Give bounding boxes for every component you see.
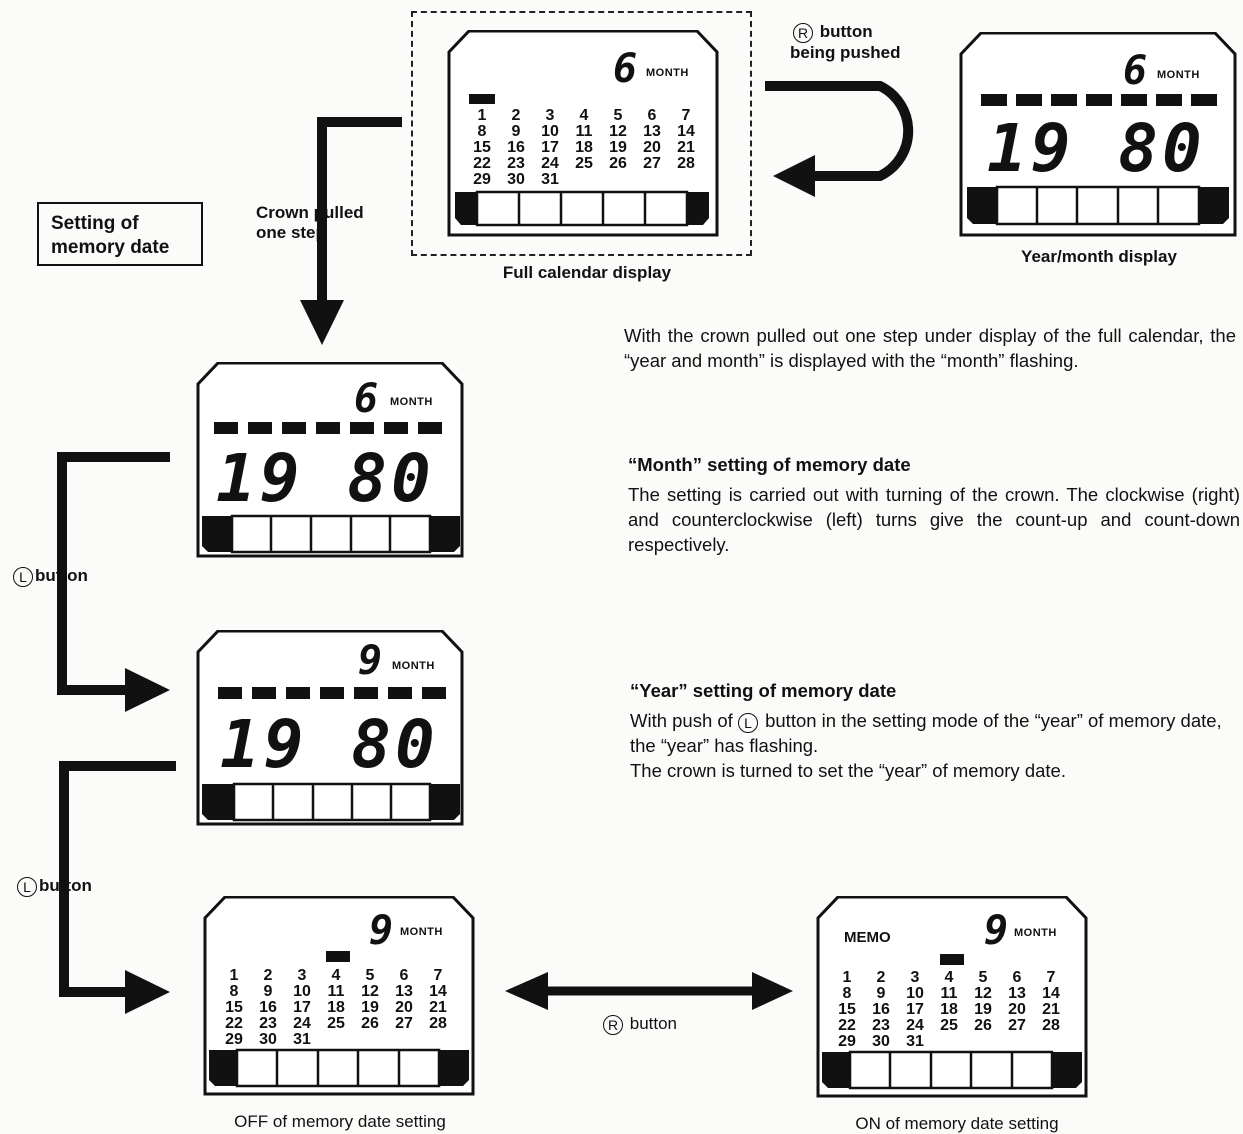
month-label: MONTH [400,926,443,938]
month-label: MONTH [1014,927,1057,939]
watch-frame [816,896,1088,1098]
intro-paragraph: With the crown pulled out one step under… [624,323,1236,373]
watch-frame [196,630,464,826]
full-calendar-frame [411,11,752,256]
r-top-line2: being pushed [790,43,901,62]
month-digit: 9 [984,908,1009,954]
year-digits: 19 80 [220,706,439,783]
month-setting-heading: “Month” setting of memory date [628,454,911,475]
caption-on: ON of memory date setting [855,1114,1059,1133]
month-digit: 6 [1123,48,1148,94]
month-label: MONTH [390,396,433,408]
l-button-icon: L [737,713,758,733]
r-button-icon: R [603,1015,623,1035]
intro-text: With the crown pulled out one step under… [624,325,1236,371]
year-setting-heading: “Year” setting of memory date [630,680,897,701]
caption-full-calendar: Full calendar display [502,263,672,282]
watch-year-month: 6 MONTH 19 80 [959,32,1237,238]
title-line-1: Setting of [51,213,139,234]
year-body-post: button in the setting mode of the “year”… [630,710,1222,756]
month-label: MONTH [646,67,689,79]
caption-off: OFF of memory date setting [234,1112,446,1131]
l-button-text: button [35,566,88,585]
year-setting-body: With push of L button in the setting mod… [630,708,1242,758]
l-button-icon: L [17,877,37,897]
year-digits: 19 80 [216,440,435,517]
month-label: MONTH [392,660,435,672]
watch-frame [196,362,464,558]
watch-frame [203,896,475,1096]
r-button-text: button [629,1014,677,1033]
year-body-pre: With push of [630,710,733,731]
crown-pulled-label: Crown pulled one step [256,203,364,243]
watch-setting-year: 9 MONTH 19 80 [196,630,464,826]
year-digits: 19 80 [987,110,1206,187]
memo-indicator: MEMO [844,929,891,946]
caption-year-month: Year/month display [1021,247,1177,266]
r-button-icon: R [793,23,813,43]
crown-label-line2: one step [256,223,326,242]
l-button-icon: L [13,567,33,587]
month-digit: 9 [358,638,383,684]
month-setting-section: “Month” setting of memory date The setti… [628,452,1240,557]
month-digit: 6 [354,376,379,422]
watch-frame [447,30,719,237]
month-digit: 9 [369,908,394,954]
month-label: MONTH [1157,69,1200,81]
r-button-top-label: R button being pushed [790,22,901,63]
month-setting-body: The setting is carried out with turning … [628,484,1240,555]
watch-frame [959,32,1237,237]
r-button-bottom-label: R button [603,1014,677,1035]
month-digit: 6 [613,46,638,92]
title-line-2: memory date [51,237,170,258]
section-title-box: Setting of memory date [37,202,203,266]
year-setting-body-2: The crown is turned to set the “year” of… [630,760,1066,781]
r-top-line1: button [819,22,873,41]
watch-setting-month: 6 MONTH 19 80 [196,362,464,558]
year-setting-section: “Year” setting of memory date With push … [630,678,1242,783]
l-button-text: button [39,876,92,895]
crown-label-line1: Crown pulled [256,203,364,222]
